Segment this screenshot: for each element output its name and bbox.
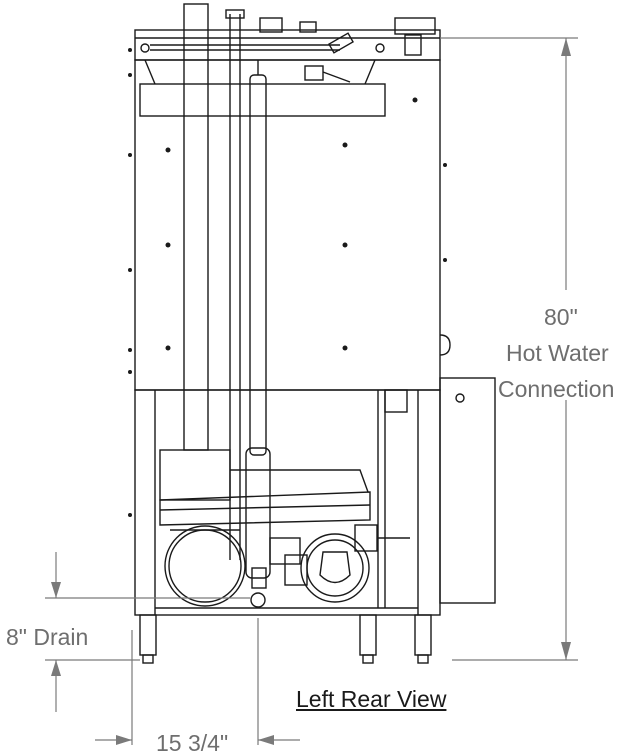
hot-water-caption-line-2: Connection [498, 376, 615, 402]
hot-water-dimension-value: 80" [544, 304, 578, 330]
hot-water-caption-line-1: Hot Water [506, 340, 609, 366]
top-plumbing-box [134, 17, 441, 83]
vertical-pipes [183, 3, 271, 579]
legs [139, 614, 432, 664]
view-title: Left Rear View [296, 686, 447, 712]
dimension-lines [45, 37, 578, 745]
drain-dimension-label: 8" Drain [6, 624, 89, 650]
drain-pump [250, 524, 410, 608]
booster-tank [159, 449, 371, 607]
fastener-dots [128, 48, 447, 517]
hot-water-connection-box [439, 377, 496, 604]
lower-frame [134, 389, 441, 616]
offset-dimension-label: 15 3/4" [156, 730, 229, 756]
hanging-bracket [139, 83, 386, 117]
cabinet-upper [134, 59, 441, 391]
